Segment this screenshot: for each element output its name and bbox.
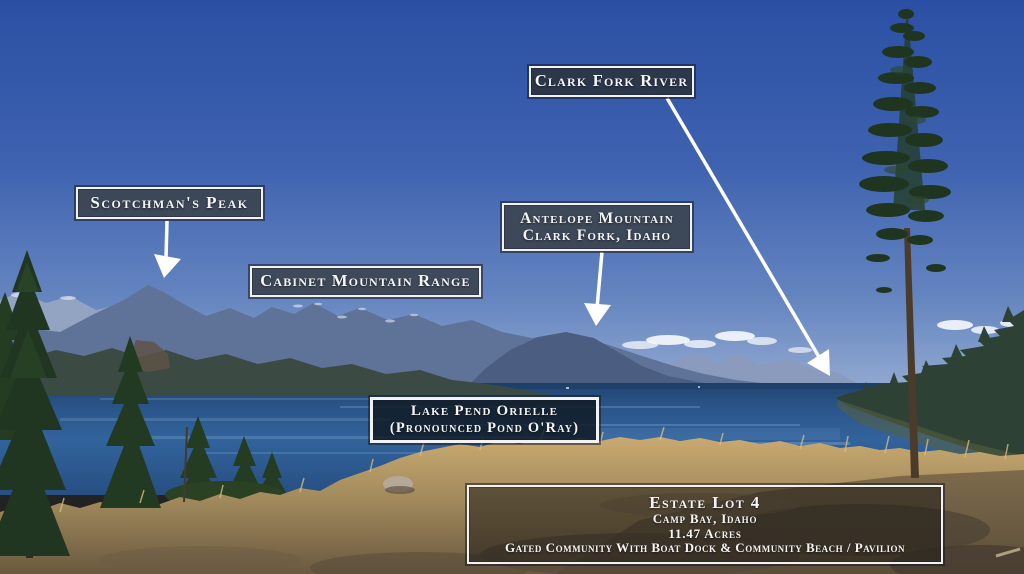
label-text-line1: Antelope Mountain [520, 209, 674, 227]
label-lake-pend-orielle: Lake Pend Orielle (Pronounced Pond O'Ray… [370, 397, 599, 443]
arrow-scotchmans-peak [154, 220, 181, 278]
label-clark-fork-river: Clark Fork River [529, 66, 694, 97]
left-large-spruces [0, 250, 161, 558]
clouds [622, 319, 1024, 353]
estate-amenities: Gated Community With Boat Dock & Communi… [504, 540, 906, 556]
label-cabinet-mountain-range: Cabinet Mountain Range [250, 266, 481, 297]
snow-patches [293, 302, 418, 323]
estate-location: Camp Bay, Idaho [652, 511, 758, 527]
label-text: Clark Fork River [534, 71, 689, 91]
estate-title: Estate Lot 4 [649, 493, 761, 513]
sapling-stick [183, 426, 188, 503]
estate-acreage: 11.47 Acres [668, 525, 742, 541]
conifer-tips [860, 306, 1016, 396]
label-text-line2: (Pronounced Pond O'Ray) [389, 420, 580, 437]
label-scotchmans-peak: Scotchman's Peak [76, 187, 263, 219]
label-text: Scotchman's Peak [90, 193, 249, 213]
label-text-line1: Lake Pend Orielle [410, 403, 559, 420]
arrow-clark-fork-river [665, 97, 830, 376]
driftwood [995, 547, 1021, 558]
tall-right-pine [859, 6, 951, 478]
label-estate-lot-4: Estate Lot 4 Camp Bay, Idaho 11.47 Acres… [467, 485, 943, 564]
arrow-antelope-mountain [584, 251, 611, 326]
label-text: Cabinet Mountain Range [260, 271, 471, 291]
label-text-line2: Clark Fork, Idaho [522, 227, 672, 244]
label-antelope-mountain: Antelope Mountain Clark Fork, Idaho [502, 203, 692, 251]
